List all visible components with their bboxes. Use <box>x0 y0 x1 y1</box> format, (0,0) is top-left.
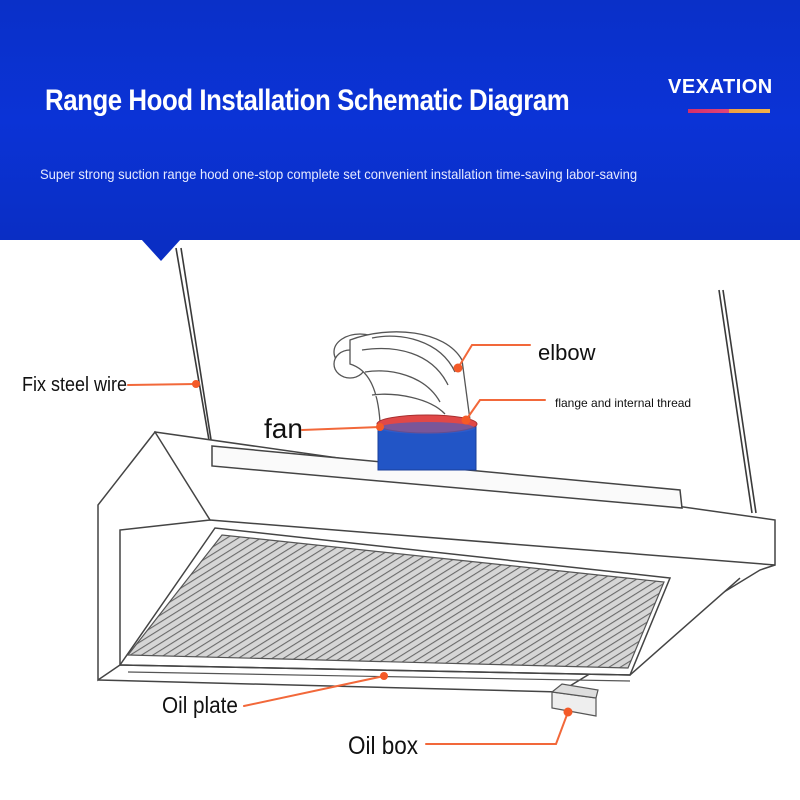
dot-fan <box>376 423 384 431</box>
leader-flange <box>465 399 546 421</box>
header-banner: Range Hood Installation Schematic Diagra… <box>0 0 800 240</box>
leader-fix-steel-wire <box>127 383 197 386</box>
left-steel-wire-back <box>180 247 213 447</box>
dot-oil-plate <box>380 672 388 680</box>
label-fix-steel-wire: Fix steel wire <box>22 374 128 396</box>
oil-plate <box>126 534 665 669</box>
leader-lines <box>127 344 569 745</box>
page-subtitle: Super strong suction range hood one-stop… <box>40 166 638 182</box>
right-steel-wire-back <box>722 289 757 514</box>
left-steel-wire <box>175 247 211 447</box>
leader-oil-box <box>425 711 569 745</box>
leader-dots <box>192 363 573 717</box>
leader-oil-plate <box>243 675 385 707</box>
brand-logo: VEXATION <box>668 76 773 98</box>
label-flange: flange and internal thread <box>555 396 692 410</box>
right-steel-wire <box>718 289 753 514</box>
label-fan: fan <box>264 413 303 444</box>
brand-underline <box>688 109 770 113</box>
oil-box <box>550 683 599 717</box>
label-oil-plate: Oil plate <box>162 692 238 718</box>
dot-oil-box <box>563 707 573 717</box>
hood-top-panel <box>211 445 683 509</box>
dot-elbow <box>453 363 463 373</box>
label-elbow: elbow <box>538 340 596 365</box>
steel-wires <box>175 247 757 514</box>
dot-flange <box>461 415 471 425</box>
fan-unit <box>376 414 478 471</box>
leader-elbow <box>457 344 531 369</box>
dot-fix-steel-wire <box>192 380 200 388</box>
leader-fan <box>301 426 381 431</box>
banner-pointer <box>141 239 181 261</box>
label-oil-box: Oil box <box>348 732 419 760</box>
page-title: Range Hood Installation Schematic Diagra… <box>45 84 570 117</box>
elbow-duct <box>333 331 471 423</box>
